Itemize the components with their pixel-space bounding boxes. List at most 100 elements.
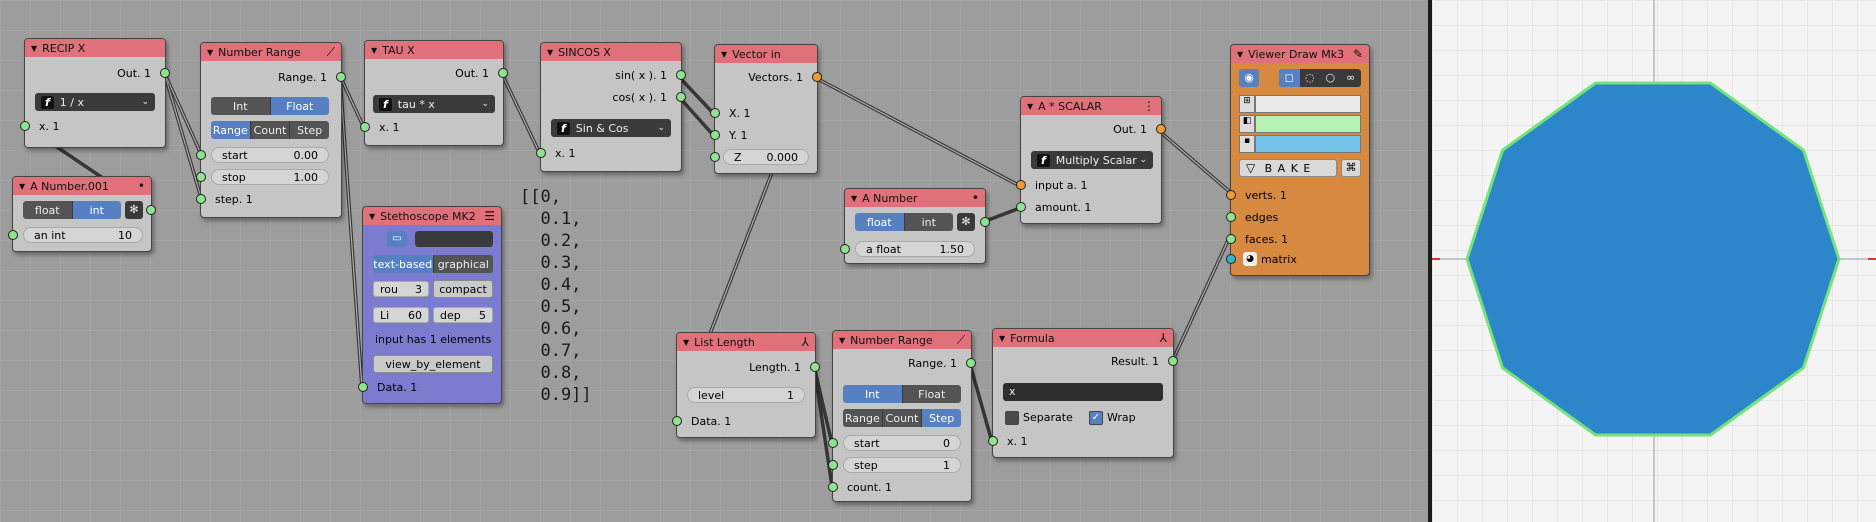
pencil-icon[interactable]: ✎ — [1352, 47, 1363, 61]
node-header[interactable]: ▼Number Range⟋ — [833, 331, 971, 349]
input-socket[interactable] — [196, 172, 206, 182]
more-vertical-icon[interactable]: ⋮ — [1143, 99, 1155, 113]
bake-button[interactable]: ▽B A K E — [1239, 159, 1337, 177]
option-text-based[interactable]: text-based — [373, 255, 434, 273]
output-socket[interactable] — [336, 72, 346, 82]
output-socket[interactable] — [966, 358, 976, 368]
node-header[interactable]: ▼Viewer Draw Mk3✎ — [1231, 45, 1369, 63]
input-socket-faces[interactable] — [1226, 234, 1236, 244]
node-header[interactable]: ▼A Number• — [845, 189, 985, 207]
input-socket[interactable] — [8, 230, 18, 240]
dotted-circle-icon[interactable]: ◌ — [1304, 71, 1315, 84]
formula-input[interactable]: x — [1003, 383, 1163, 401]
collapse-arrow-icon[interactable]: ▼ — [547, 47, 554, 57]
node-viewer-draw[interactable]: ▼Viewer Draw Mk3✎ ◉ ◻ ◌ ○ ∞ ⊞ ◧ ▪ ▽B A K… — [1226, 44, 1370, 276]
view-by-element-button[interactable]: view_by_element — [373, 355, 493, 373]
display-mode-group[interactable]: ◻ ◌ ○ ∞ — [1279, 69, 1361, 87]
mode-range[interactable]: Range — [843, 409, 883, 427]
node-header[interactable]: ▼Vector in — [715, 45, 817, 63]
node-header[interactable]: ▼Formula⅄ — [993, 329, 1173, 347]
compact-button[interactable]: compact — [433, 280, 493, 298]
node-header[interactable]: ▼List Length⅄ — [677, 333, 815, 351]
face-icon[interactable]: ▪ — [1239, 135, 1255, 153]
node-header[interactable]: ▼Number Range⟋ — [201, 43, 341, 61]
node-header[interactable]: ▼A * SCALAR⋮ — [1021, 97, 1161, 115]
face-color-swatch[interactable] — [1255, 135, 1361, 153]
option-float[interactable]: Float — [902, 385, 961, 403]
gear-icon[interactable]: ✻ — [125, 201, 143, 219]
input-socket[interactable] — [358, 382, 368, 392]
input-socket-edges[interactable] — [1226, 212, 1236, 222]
input-socket[interactable] — [196, 150, 206, 160]
collapse-arrow-icon[interactable]: ▼ — [839, 335, 846, 345]
collapse-arrow-icon[interactable]: ▼ — [1027, 101, 1034, 111]
collapse-arrow-icon[interactable]: ▼ — [31, 43, 38, 53]
separate-checkbox[interactable] — [1005, 411, 1019, 425]
edge-icon[interactable]: ◧ — [1239, 115, 1255, 133]
link-icon[interactable]: ∞ — [1346, 71, 1356, 84]
collapse-arrow-icon[interactable]: ▼ — [369, 211, 376, 221]
input-socket[interactable] — [840, 244, 850, 254]
input-socket[interactable] — [20, 121, 30, 131]
mode-count[interactable]: Count — [250, 121, 291, 139]
output-socket[interactable] — [160, 68, 170, 78]
monitor-icon[interactable]: ▭ — [387, 231, 407, 247]
option-float[interactable]: float — [23, 201, 73, 219]
node-header[interactable]: ▼TAU X — [365, 41, 503, 59]
option-int[interactable]: Int — [843, 385, 903, 403]
decagon-polygon[interactable] — [1465, 81, 1841, 437]
output-socket[interactable] — [498, 68, 508, 78]
mode-count[interactable]: Count — [882, 409, 923, 427]
input-socket[interactable] — [672, 416, 682, 426]
collapse-arrow-icon[interactable]: ▼ — [19, 181, 26, 191]
output-socket-cos[interactable] — [676, 92, 686, 102]
collapse-arrow-icon[interactable]: ▼ — [683, 337, 690, 347]
collapse-arrow-icon[interactable]: ▼ — [1237, 49, 1244, 59]
vertex-icon[interactable]: ⊞ — [1239, 95, 1255, 113]
output-socket-sin[interactable] — [676, 70, 686, 80]
input-socket[interactable] — [196, 194, 206, 204]
node-header[interactable]: ▼A Number.001• — [13, 177, 151, 195]
collapse-arrow-icon[interactable]: ▼ — [851, 193, 858, 203]
mode-step[interactable]: Step — [922, 409, 961, 427]
input-socket-y[interactable] — [710, 130, 720, 140]
node-header[interactable]: ▼RECIP X — [25, 39, 165, 57]
output-socket[interactable] — [980, 217, 990, 227]
cube-icon[interactable]: ◻ — [1279, 69, 1300, 87]
input-socket[interactable] — [360, 122, 370, 132]
input-socket-z[interactable] — [710, 152, 720, 162]
option-float[interactable]: float — [855, 213, 905, 231]
input-socket[interactable] — [828, 460, 838, 470]
node-header[interactable]: ▼SINCOS X — [541, 43, 681, 61]
input-socket-x[interactable] — [710, 108, 720, 118]
collapse-arrow-icon[interactable]: ▼ — [721, 49, 728, 59]
option-graphical[interactable]: graphical — [433, 255, 493, 273]
collapse-arrow-icon[interactable]: ▼ — [207, 47, 214, 57]
option-int[interactable]: int — [904, 213, 953, 231]
